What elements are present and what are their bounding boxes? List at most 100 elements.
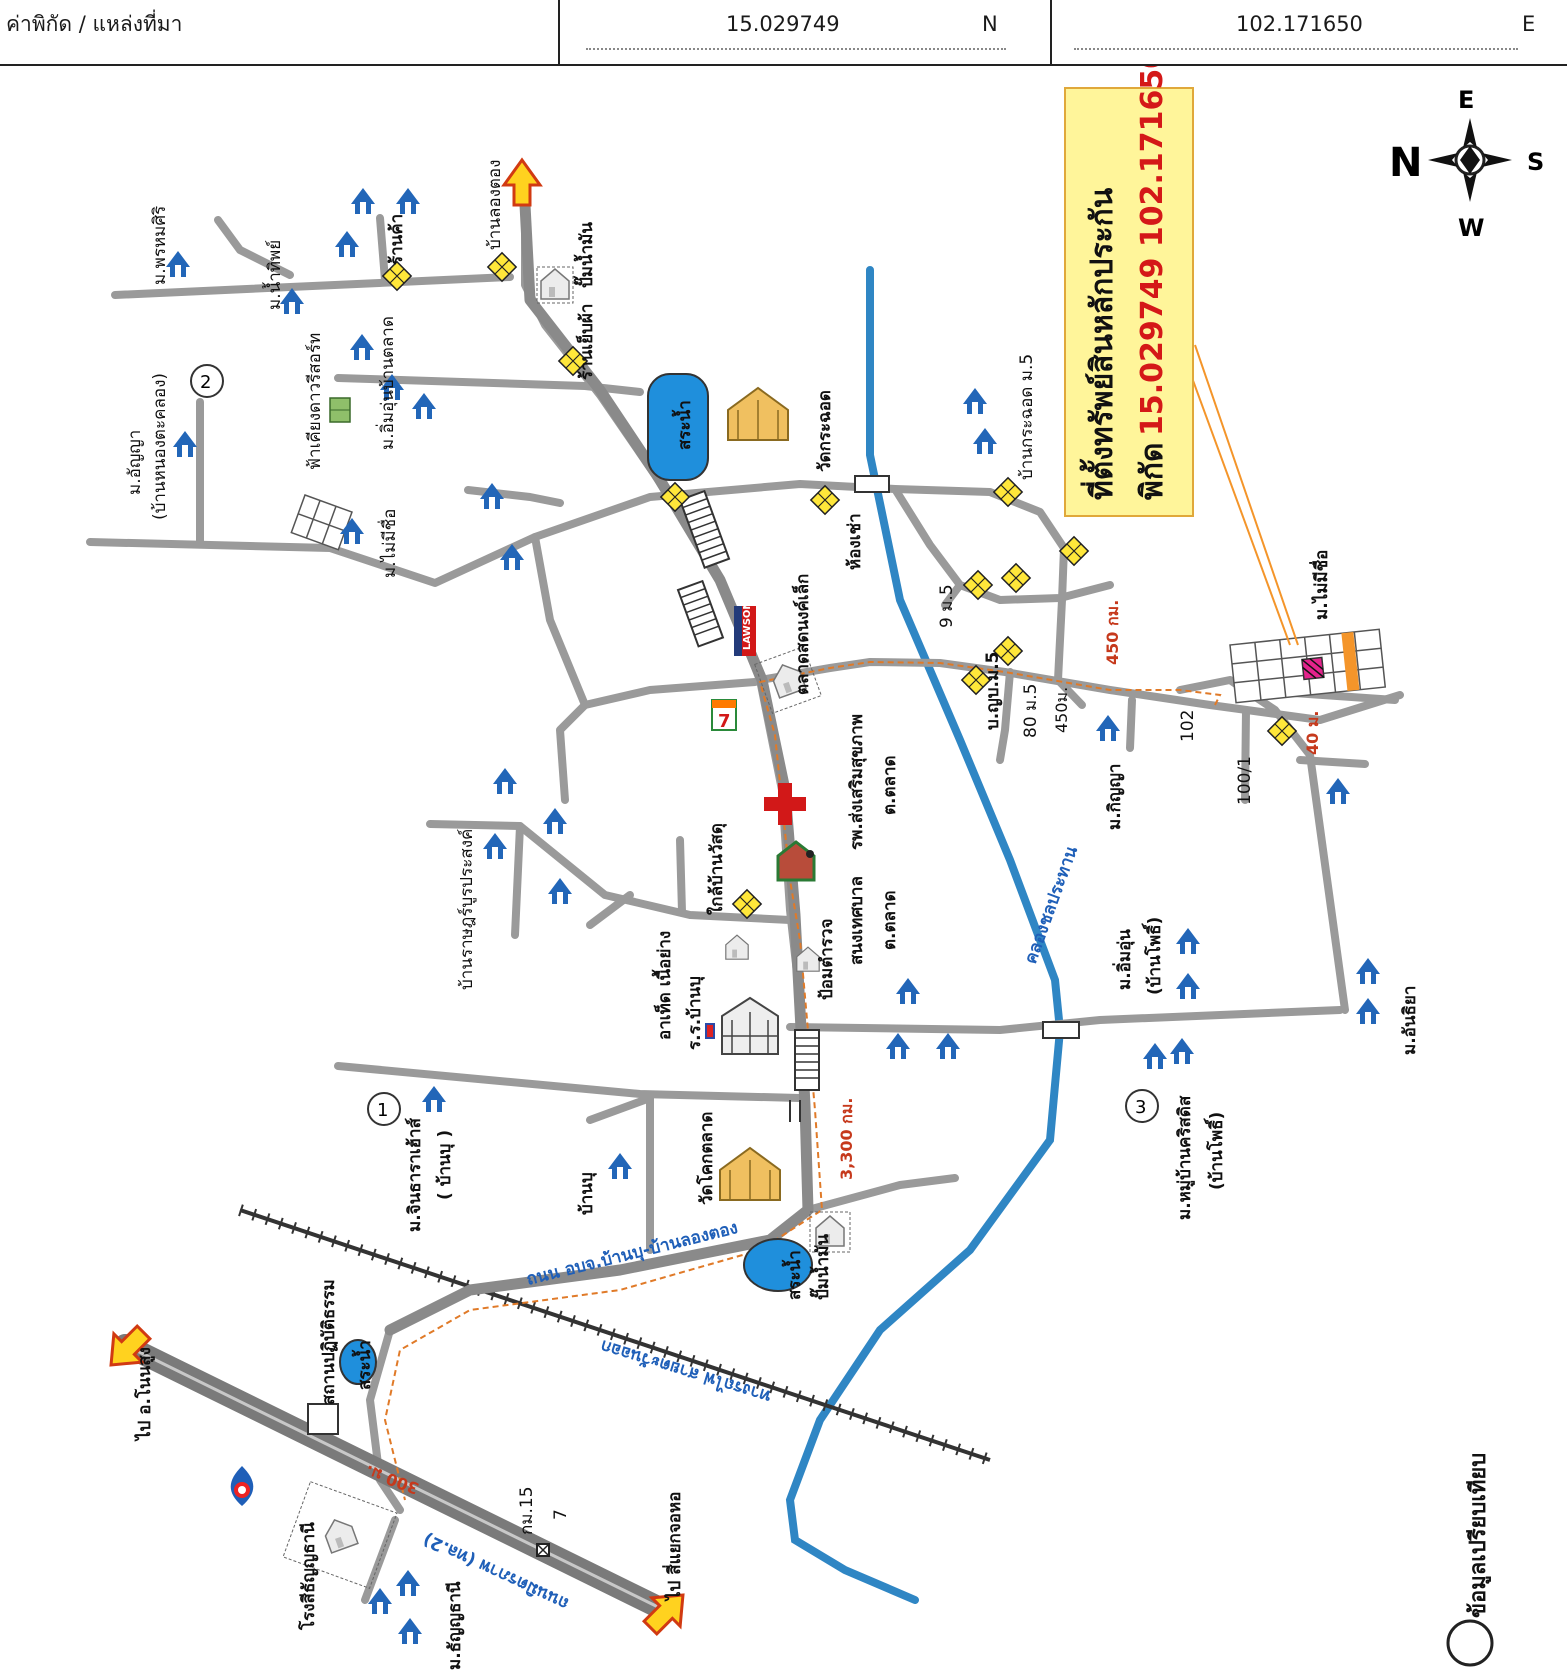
- pond-3: สระน้ำ: [339, 1339, 377, 1390]
- resort-icon: [329, 397, 351, 423]
- label-ban-pho-2: (บ้านโพธิ์): [1203, 1112, 1227, 1190]
- lawson-icon: LAWSON: [734, 601, 756, 656]
- arrow-chok-chai: [641, 1593, 685, 1637]
- irrigation-canal: [785, 266, 1065, 1604]
- label-pump-2: ปั๊มน้ำมัน: [809, 1234, 833, 1300]
- label-to-chok-chai: ไป สี่แยกจอหอ: [662, 1492, 685, 1602]
- marker-diamond: [810, 485, 840, 515]
- label-km15: กม.15: [517, 1486, 537, 1535]
- pond-2: สระน้ำ: [743, 1238, 813, 1300]
- coordinate-header: ค่าพิกัด / แหล่งที่มา 15.029749 N 102.17…: [0, 0, 1567, 66]
- location-callout: ที่ตั้งทรัพย์สินหลักประกัน พิกัด 15.0297…: [1064, 66, 1194, 517]
- compass-east: E: [1458, 86, 1474, 114]
- distance-450m: 450ม.: [1052, 687, 1071, 733]
- label-wat-kradot: วัดกระฉอด: [815, 390, 835, 472]
- label-railway: ทางรถไฟ สายตะวันออก: [598, 1335, 773, 1407]
- label-eighty-m5: 80 ม.5: [1021, 684, 1041, 738]
- header-label: ค่าพิกัด / แหล่งที่มา: [6, 12, 183, 36]
- label-athit: อาเท็ด เนื้อย่าง: [651, 931, 675, 1040]
- label-ban-bu: บ้านบุ: [577, 1172, 597, 1215]
- distance-450km: 450 กม.: [1103, 600, 1122, 665]
- marker-2: 2: [190, 364, 224, 398]
- school-icon: [705, 996, 779, 1055]
- marker-diamond: [1267, 716, 1297, 746]
- label-num-102: 102: [1178, 710, 1198, 742]
- pond-1-label: สระน้ำ: [671, 400, 695, 450]
- marker-diamond: [1001, 563, 1031, 593]
- hospital-cross-icon: [764, 783, 806, 825]
- bridge-2: [1042, 1021, 1080, 1039]
- market-stalls-1: [678, 489, 731, 569]
- callout-pointer-1: [1194, 344, 1299, 646]
- label-m-phrommasiri: ม.พรหมศิริ: [150, 206, 170, 285]
- latitude-underline: [586, 48, 1006, 50]
- label-police-box: ป้อมตำรวจ: [817, 919, 837, 1000]
- label-rp-hospital: รพ.ส่งเสริมสุขภาพ: [847, 714, 867, 850]
- label-m-anyanya: ม.อัญญา: [125, 430, 145, 495]
- label-shop: ร้านค้า: [387, 214, 407, 265]
- bridge-1: [854, 475, 890, 493]
- label-m-mai-mi-chue-2: ม.ไม่มีชื่อ: [1309, 550, 1332, 620]
- building-pump-2: [809, 1211, 851, 1253]
- municipal-office-icon: [776, 840, 816, 882]
- pond-1: สระน้ำ: [647, 373, 709, 481]
- village-grid-1: [290, 494, 353, 551]
- longitude-value: 102.171650: [1236, 12, 1363, 36]
- svg-text:2: 2: [200, 372, 211, 393]
- label-ban-pho-1: (บ้านโพธิ์): [1141, 917, 1165, 995]
- temple-khok-talat-icon: [719, 1146, 781, 1201]
- label-municipal-office: สนงเทศบาล: [847, 876, 867, 965]
- compass-west: W: [1458, 214, 1484, 242]
- market-stalls-2: [676, 579, 725, 648]
- label-b-nyb: บ.ญบ.ม.5: [983, 652, 1003, 730]
- longitude-cell: 102.171650 E: [1050, 0, 1565, 64]
- label-m-thanya-thani: ม.ธัญญธานี: [444, 1581, 465, 1670]
- label-m-mai-mi-chue-1: ม.ไม่มีชื่อ: [377, 509, 400, 578]
- callout-coord-prefix: พิกัด: [1135, 443, 1170, 500]
- callout-pointer-2: [1179, 344, 1291, 646]
- seven-eleven-icon: 7: [711, 699, 737, 732]
- gas-station-icon: [230, 1466, 254, 1506]
- marker-3: 3: [1125, 1089, 1159, 1123]
- label-wat-khok-talat: วัดโคกตลาด: [696, 1112, 717, 1205]
- label-fah-khiang: ฟ้าเคียงดาวรีสอร์ท: [305, 333, 325, 470]
- label-pump-1: ปั๊มน้ำมัน: [573, 222, 597, 288]
- compass-rose: E N S W: [1389, 86, 1544, 242]
- label-m-nam-thip: ม.น้ำทิพย์: [262, 240, 285, 310]
- label-to-noen-sung: ไป อ.โนนสูง: [134, 1347, 156, 1442]
- svg-text:1: 1: [377, 1100, 388, 1121]
- distance-40: 40 ม.: [1303, 711, 1322, 755]
- svg-text:3: 3: [1135, 1097, 1146, 1118]
- label-ban-nong-takhlong: (บ้านหนองตะคลอง): [150, 373, 170, 520]
- label-rong-si: โรงสีธัญญธานี: [298, 1522, 319, 1631]
- svg-text:7: 7: [718, 711, 731, 732]
- label-m-kinyuya: ม.กิญญา: [1105, 764, 1125, 830]
- longitude-direction: E: [1522, 12, 1536, 36]
- label-ban-kradot: บ้านกระฉอด ม.5: [1017, 354, 1037, 480]
- latitude-cell: 15.029749 N: [558, 0, 1052, 64]
- pond-2-label: สระน้ำ: [781, 1250, 805, 1300]
- practice-center-box: [307, 1403, 339, 1435]
- compass-south: S: [1527, 148, 1544, 176]
- label-hong-chao: ห้องเช่า: [845, 513, 865, 570]
- main-highway-centerline: [124, 1343, 661, 1610]
- disclaimer-text: ข้อมูลเปรียบเทียบ: [1466, 1453, 1492, 1618]
- temple-kradot-icon: [727, 386, 789, 441]
- marker-1: 1: [367, 1092, 401, 1126]
- arrow-ban-long-tong: [501, 157, 543, 207]
- label-ban-long-tong: บ้านลองตอง: [485, 160, 505, 250]
- subject-property: [1229, 628, 1387, 704]
- callout-coords: 15.029749 102.171650: [1135, 66, 1170, 436]
- label-m-um-un-2: ม.อิ่มอุ่น: [1112, 929, 1135, 990]
- label-m-village-krisadis: ม.หมู่บ้านคริสดิส: [1175, 1095, 1196, 1220]
- svg-text:LAWSON: LAWSON: [742, 601, 753, 650]
- location-map: สระน้ำ สระน้ำ สระน้ำ: [86, 66, 1544, 1670]
- longitude-underline: [1074, 48, 1518, 50]
- header-label-cell: ค่าพิกัด / แหล่งที่มา: [0, 0, 560, 64]
- road-crossing: [789, 1100, 801, 1122]
- label-tailor-shop: ร้านเย็บผ้า: [574, 304, 597, 380]
- disclaimer-circle: [1446, 1619, 1494, 1667]
- label-ban-bu-paren: ( บ้านบุ ): [435, 1130, 455, 1200]
- label-near-temple: ใกล้บ้านวัสดุ: [706, 823, 727, 915]
- railway-line: [238, 1204, 992, 1466]
